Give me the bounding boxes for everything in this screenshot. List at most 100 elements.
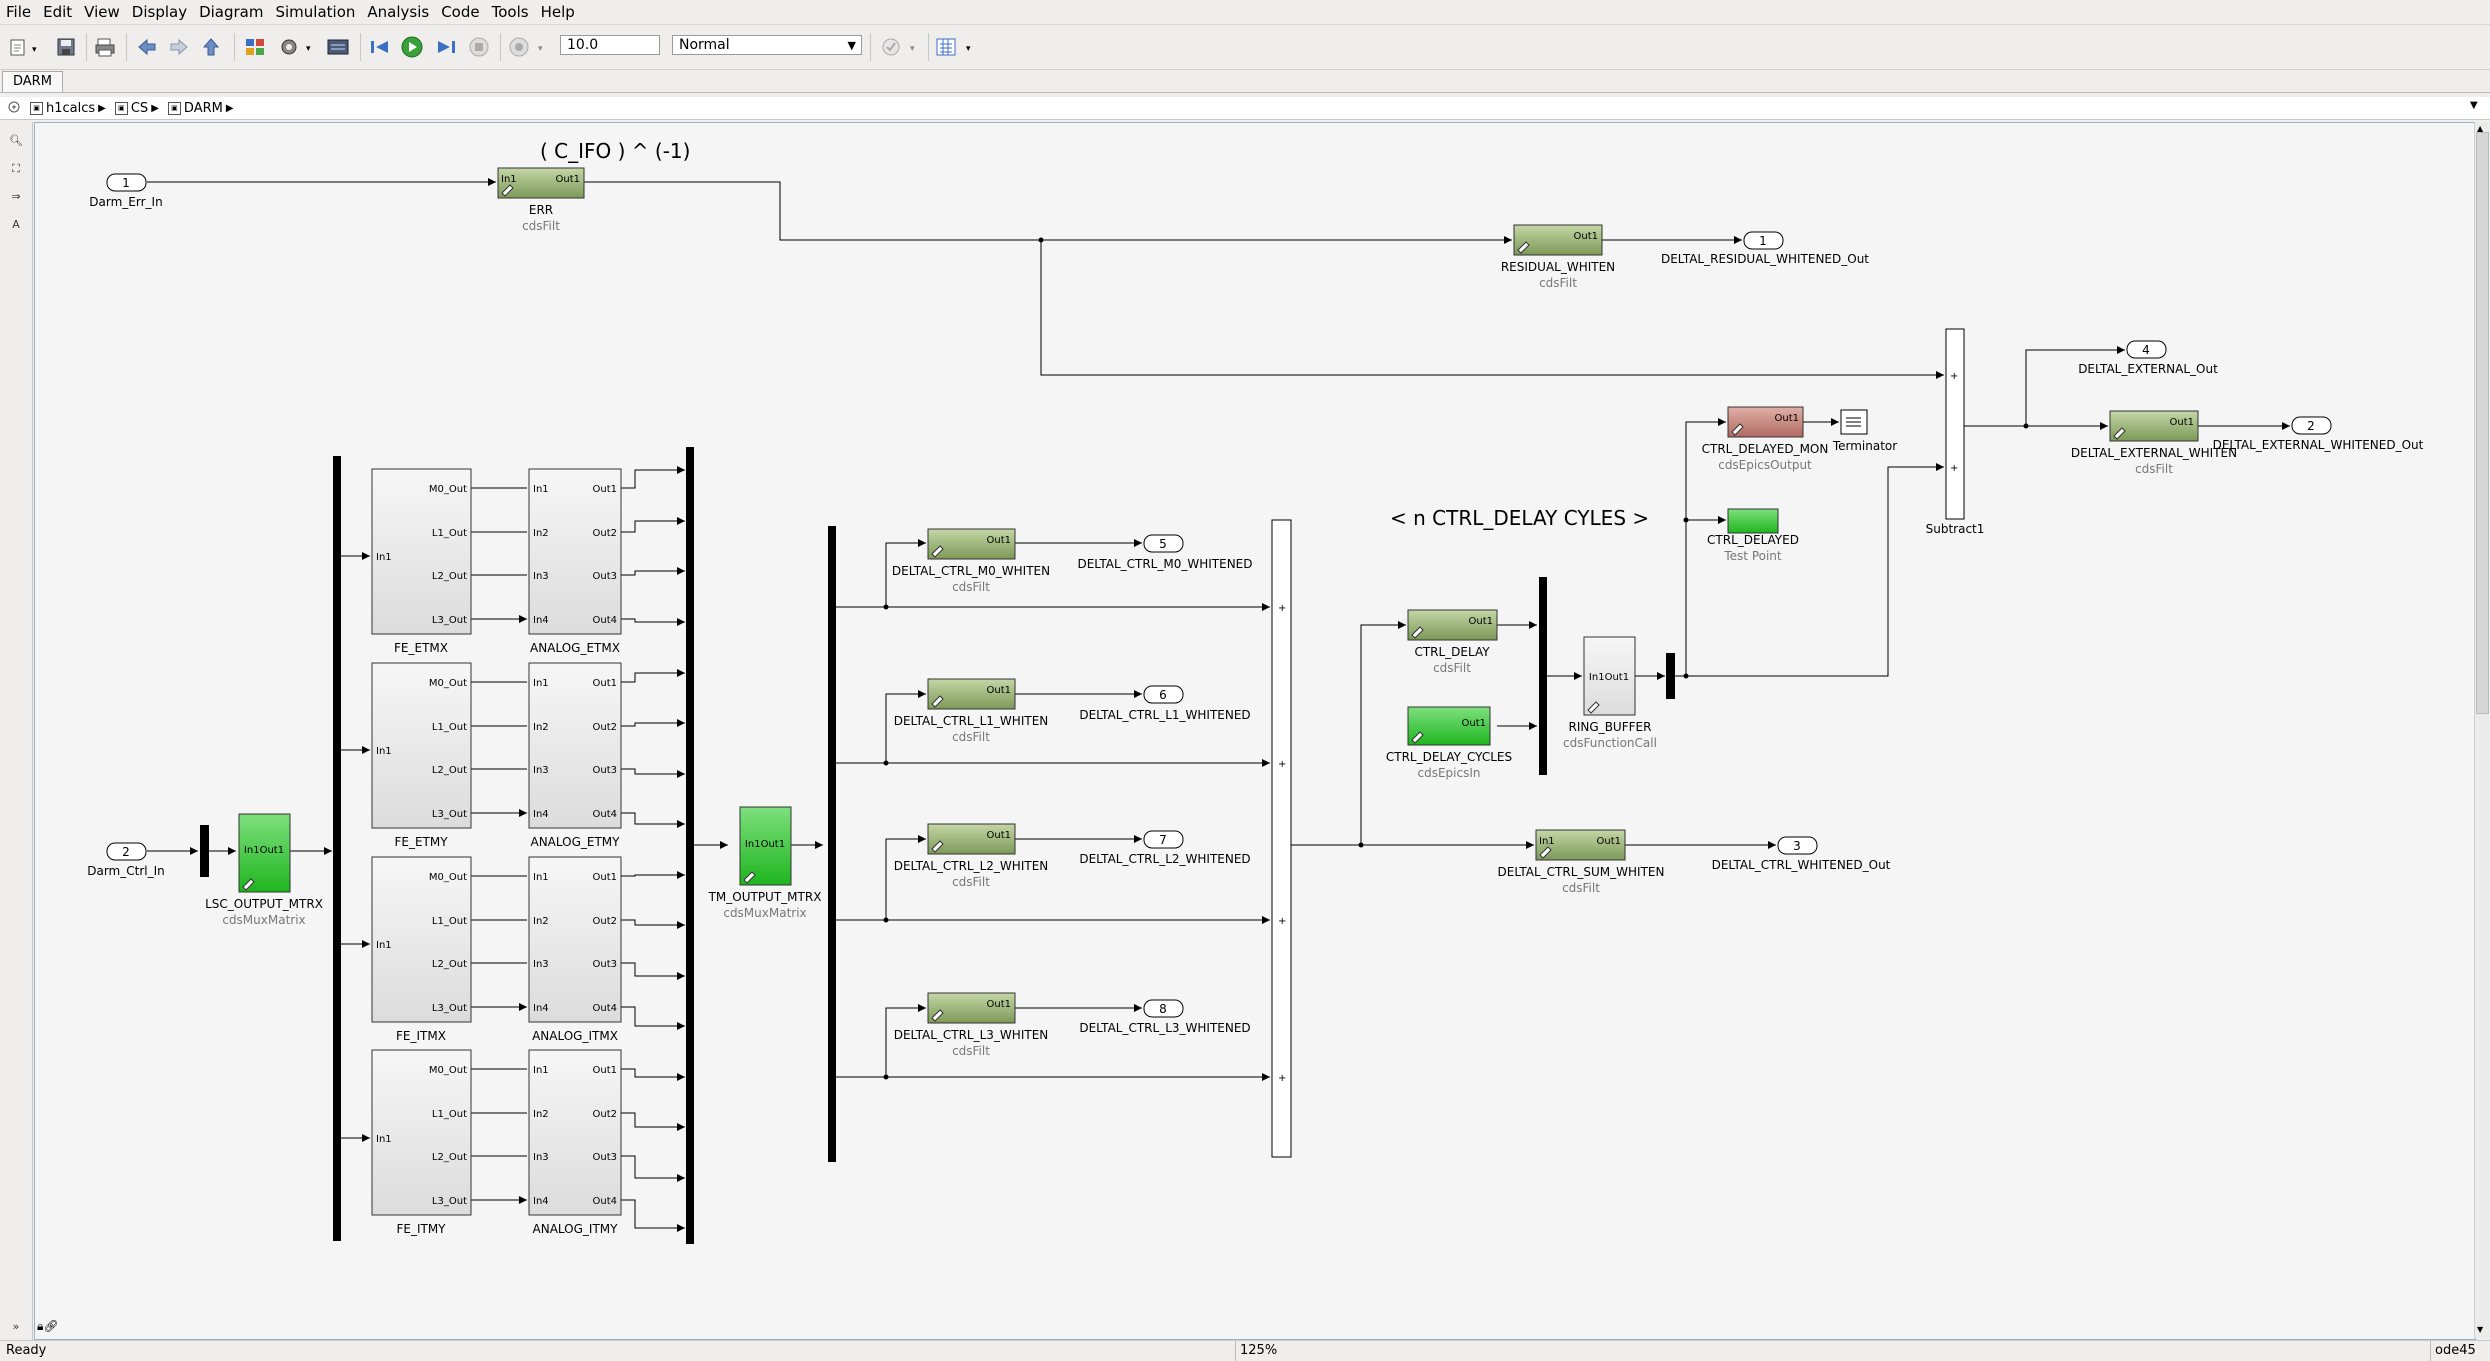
ctrl-delay-cycles-block[interactable]: Out1 CTRL_DELAY_CYCLES cdsEpicsIn: [1386, 706, 1512, 780]
ctrl-delay-block[interactable]: Out1 CTRL_DELAY cdsFilt: [1407, 609, 1498, 675]
outport-external[interactable]: 4 DELTAL_EXTERNAL_Out: [2078, 340, 2218, 376]
breadcrumb-cs[interactable]: ▣CS▶: [114, 101, 164, 116]
zoom-icon[interactable]: 🔍︎: [9, 134, 23, 147]
vertical-scrollbar[interactable]: ▲ ▼: [2474, 122, 2489, 1338]
demux-bar-tm[interactable]: [828, 526, 836, 1162]
scrollbar-thumb[interactable]: [2476, 132, 2489, 714]
outport-ctrl-whitened[interactable]: 3 DELTAL_CTRL_WHITENED_Out: [1712, 836, 1891, 872]
stop-time-input[interactable]: 10.0: [560, 35, 660, 55]
solver-name[interactable]: ode45: [2430, 1341, 2490, 1361]
forward-icon[interactable]: [168, 35, 190, 59]
step-forward-icon[interactable]: [434, 35, 458, 59]
outport-ctrl-m0-whitened[interactable]: 5 DELTAL_CTRL_M0_WHITENED: [1077, 534, 1253, 571]
svg-text:▾: ▾: [306, 44, 311, 54]
subtract1-block[interactable]: + + Subtract1: [1926, 328, 1985, 536]
port-label: In1: [1539, 836, 1555, 847]
save-icon[interactable]: [56, 35, 76, 59]
scroll-down-icon[interactable]: ▼: [2477, 1325, 2484, 1334]
menu-analysis[interactable]: Analysis: [367, 3, 430, 21]
residual-whiten-block[interactable]: Out1 RESIDUAL_WHITEN cdsFilt: [1501, 224, 1615, 290]
simulation-mode-select[interactable]: Normal▼: [672, 35, 862, 55]
mux-bar[interactable]: [200, 825, 209, 877]
port-label: In1: [533, 678, 549, 689]
outport-residual-whitened[interactable]: 1 DELTAL_RESIDUAL_WHITENED_Out: [1661, 231, 1869, 266]
terminator-block[interactable]: Terminator: [1832, 409, 1897, 453]
breadcrumb-h1calcs[interactable]: ▣h1calcs▶: [30, 101, 111, 116]
demux-bar-lsc[interactable]: [333, 456, 341, 1241]
inport-darm-ctrl-in[interactable]: 2 Darm_Ctrl_In: [87, 842, 165, 878]
fit-view-icon[interactable]: ⛶: [12, 162, 20, 175]
address-dropdown-icon[interactable]: ▼: [2470, 100, 2478, 111]
fe-etmx-subsystem[interactable]: In1 M0_Out L1_Out L2_Out L3_Out FE_ETMX: [371, 468, 472, 655]
ctrl-delayed-testpoint[interactable]: CTRL_DELAYED Test Point: [1707, 508, 1799, 563]
outport-label: DELTAL_CTRL_L2_WHITENED: [1079, 852, 1250, 866]
mux-bar-analog[interactable]: [686, 447, 694, 1244]
demux-bar-delay[interactable]: [1666, 653, 1675, 699]
analog-etmx-subsystem[interactable]: In1 In2 In3 In4 Out1 Out2 Out3 Out4 ANAL…: [528, 468, 622, 655]
model-settings-icon[interactable]: ▾: [278, 35, 318, 59]
port-label: Out4: [593, 1003, 618, 1014]
sum-block[interactable]: + + + +: [1271, 519, 1292, 1158]
scroll-up-icon[interactable]: ▲: [2477, 124, 2484, 133]
lsc-output-mtrx-block[interactable]: In1Out1 LSC_OUTPUT_MTRX cdsMuxMatrix: [205, 813, 323, 927]
arrow-right-icon[interactable]: ⇒: [11, 190, 21, 203]
analog-itmx-subsystem[interactable]: In1 In2 In3 In4 Out1 Out2 Out3 Out4 ANAL…: [528, 856, 622, 1043]
menu-tools[interactable]: Tools: [491, 3, 529, 21]
step-back-icon[interactable]: [368, 35, 392, 59]
model-advisor-icon[interactable]: ▾: [880, 35, 924, 59]
menu-diagram[interactable]: Diagram: [199, 3, 264, 21]
expand-icon[interactable]: »: [12, 1320, 20, 1333]
menu-help[interactable]: Help: [540, 3, 575, 21]
stop-icon[interactable]: [468, 35, 490, 59]
menu-simulation[interactable]: Simulation: [275, 3, 356, 21]
menu-view[interactable]: View: [84, 3, 120, 21]
up-icon[interactable]: [200, 35, 222, 59]
status-text: Ready: [6, 1343, 47, 1358]
ring-buffer-block[interactable]: In1Out1 RING_BUFFER cdsFunctionCall: [1563, 636, 1657, 750]
mux-bar-delay[interactable]: [1539, 577, 1547, 775]
err-filter-block[interactable]: In1 Out1 ERR cdsFilt: [497, 167, 585, 233]
print-icon[interactable]: [94, 35, 116, 59]
ctrl-m0-whiten-block[interactable]: Out1 DELTAL_CTRL_M0_WHITEN cdsFilt: [892, 528, 1050, 594]
tm-output-mtrx-block[interactable]: In1Out1 TM_OUTPUT_MTRX cdsMuxMatrix: [708, 806, 822, 920]
port-label: Out1: [987, 830, 1012, 841]
external-whiten-block[interactable]: Out1 DELTAL_EXTERNAL_WHITEN cdsFilt: [2071, 410, 2237, 476]
ctrl-sum-whiten-block[interactable]: In1 Out1 DELTAL_CTRL_SUM_WHITEN cdsFilt: [1498, 829, 1665, 895]
library-browser-icon[interactable]: [244, 35, 266, 59]
fe-etmy-subsystem[interactable]: In1 M0_Out L1_Out L2_Out L3_Out FE_ETMY: [371, 662, 472, 849]
model-explorer-icon[interactable]: [326, 35, 350, 59]
outport-number: 1: [1759, 234, 1767, 248]
build-model-icon[interactable]: ▾: [934, 35, 978, 59]
inport-darm-err-in[interactable]: 1 Darm_Err_In: [89, 173, 163, 209]
chevron-right-icon: ▶: [98, 102, 106, 114]
fe-itmx-subsystem[interactable]: In1 M0_Out L1_Out L2_Out L3_Out FE_ITMX: [371, 856, 472, 1043]
ctrl-l3-whiten-block[interactable]: Out1 DELTAL_CTRL_L3_WHITEN cdsFilt: [894, 992, 1049, 1058]
menu-code[interactable]: Code: [441, 3, 480, 21]
ctrl-l1-whiten-block[interactable]: Out1 DELTAL_CTRL_L1_WHITEN cdsFilt: [894, 678, 1049, 744]
outport-label: DELTAL_RESIDUAL_WHITENED_Out: [1661, 252, 1869, 266]
menu-edit[interactable]: Edit: [43, 3, 73, 21]
menu-file[interactable]: File: [6, 3, 32, 21]
outport-external-whitened[interactable]: 2 DELTAL_EXTERNAL_WHITENED_Out: [2213, 416, 2424, 452]
run-icon[interactable]: [400, 35, 424, 59]
breadcrumb-label: h1calcs: [46, 100, 96, 116]
hide-browser-icon[interactable]: [8, 101, 20, 113]
fe-itmy-subsystem[interactable]: In1 M0_Out L1_Out L2_Out L3_Out FE_ITMY: [371, 1049, 472, 1236]
analog-etmy-subsystem[interactable]: In1 In2 In3 In4 Out1 Out2 Out3 Out4 ANAL…: [528, 662, 622, 849]
back-icon[interactable]: [136, 35, 158, 59]
breadcrumb-darm[interactable]: ▣DARM▶: [167, 101, 239, 116]
outport-ctrl-l2-whitened[interactable]: 7 DELTAL_CTRL_L2_WHITENED: [1079, 830, 1251, 866]
ctrl-l2-whiten-block[interactable]: Out1 DELTAL_CTRL_L2_WHITEN cdsFilt: [894, 823, 1049, 889]
diagram-canvas[interactable]: + + + + + + Subtract1 ( C_IFO ) ^ (-1) <…: [34, 122, 2476, 1340]
new-model-icon[interactable]: ▾: [8, 35, 42, 59]
annotation-icon[interactable]: A: [12, 218, 20, 231]
outport-ctrl-l3-whitened[interactable]: 8 DELTAL_CTRL_L3_WHITENED: [1079, 999, 1251, 1035]
tab-darm[interactable]: DARM: [2, 71, 63, 92]
outport-ctrl-l1-whitened[interactable]: 6 DELTAL_CTRL_L1_WHITENED: [1079, 685, 1251, 722]
port-label: Out1: [2170, 417, 2195, 428]
record-icon[interactable]: ▾: [508, 35, 552, 59]
ctrl-delayed-mon-block[interactable]: Out1 CTRL_DELAYED_MON cdsEpicsOutput: [1702, 406, 1829, 472]
menu-display[interactable]: Display: [131, 3, 188, 21]
model-lock-icon[interactable]: 🔒︎🔗︎: [37, 1319, 59, 1333]
analog-itmy-subsystem[interactable]: In1 In2 In3 In4 Out1 Out2 Out3 Out4 ANAL…: [528, 1049, 622, 1236]
